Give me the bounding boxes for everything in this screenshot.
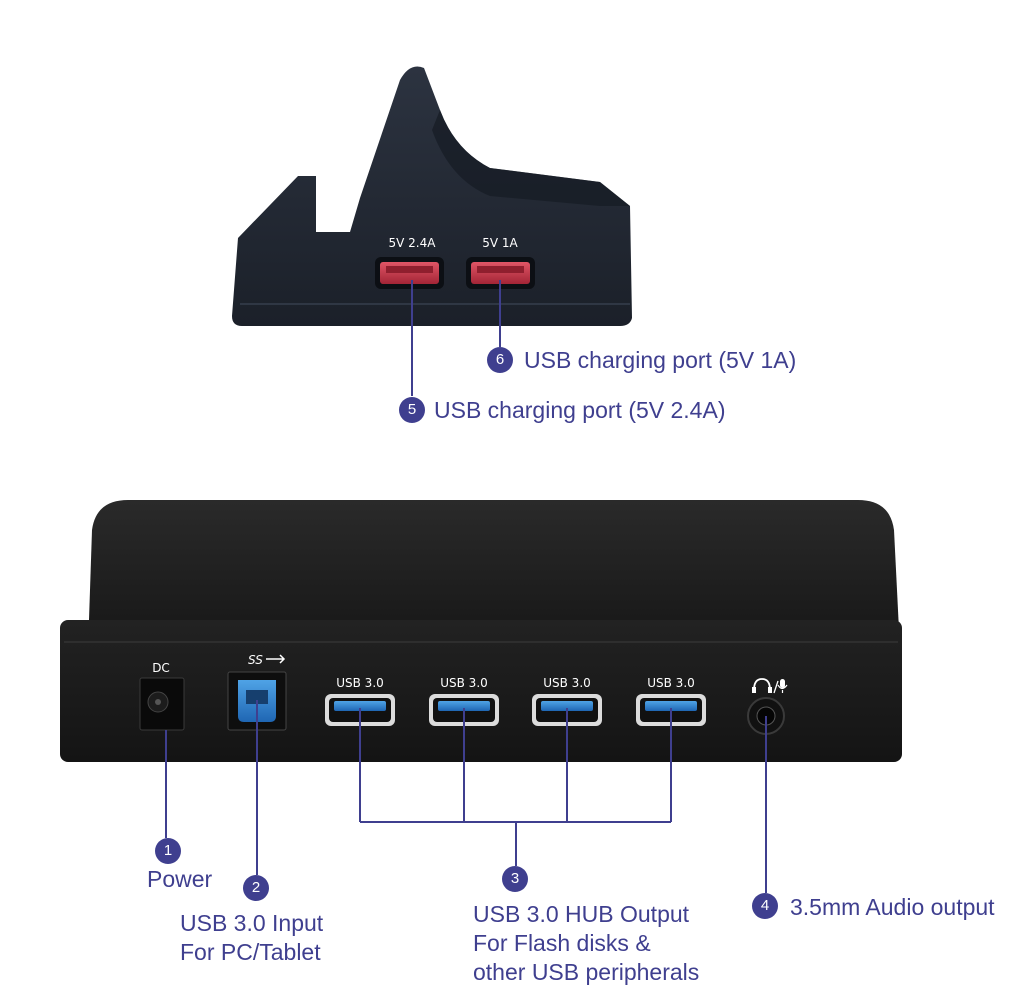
usb3-port-label: USB 3.0 (543, 676, 591, 690)
usb3-port-label: USB 3.0 (647, 676, 695, 690)
callout-6-label: USB charging port (5V 1A) (524, 347, 797, 373)
top-device: 5V 2.4A 5V 1A (232, 66, 632, 326)
callout-2-label: USB 3.0 Input For PC/Tablet (180, 910, 324, 965)
bottom-device: DC SS USB 3.0 USB 3.0 USB 3.0 (60, 500, 902, 762)
callout-2-badge: 2 (243, 875, 269, 901)
callout-3-badge: 3 (502, 866, 528, 892)
headphone-icon (752, 678, 772, 693)
dc-label: DC (152, 661, 170, 675)
top-device-edge-shade (432, 110, 630, 206)
usb3-port-label: USB 3.0 (440, 676, 488, 690)
callout-3-label: USB 3.0 HUB Output For Flash disks & oth… (473, 901, 700, 985)
charging-port-2-4a[interactable] (375, 257, 444, 289)
usb3-port-label: USB 3.0 (336, 676, 384, 690)
callout-4-label: 3.5mm Audio output (790, 894, 995, 920)
microphone-icon (777, 679, 788, 693)
callout-5-badge: 5 (399, 397, 425, 423)
callout-5-label: USB charging port (5V 2.4A) (434, 397, 726, 423)
bottom-device-backrest (88, 500, 900, 650)
callout-1-badge: 1 (155, 838, 181, 864)
charging-port-1a[interactable] (466, 257, 535, 289)
callout-1-label: Power (147, 866, 213, 892)
port-label-5v-1a: 5V 1A (482, 236, 518, 250)
hub-bracket (359, 708, 672, 866)
superspeed-usb-icon: SS (248, 653, 263, 667)
callout-6-badge: 6 (487, 347, 513, 373)
port-label-5v-2-4a: 5V 2.4A (389, 236, 437, 250)
dc-power-port[interactable] (139, 677, 185, 731)
callout-4-badge: 4 (752, 893, 778, 919)
